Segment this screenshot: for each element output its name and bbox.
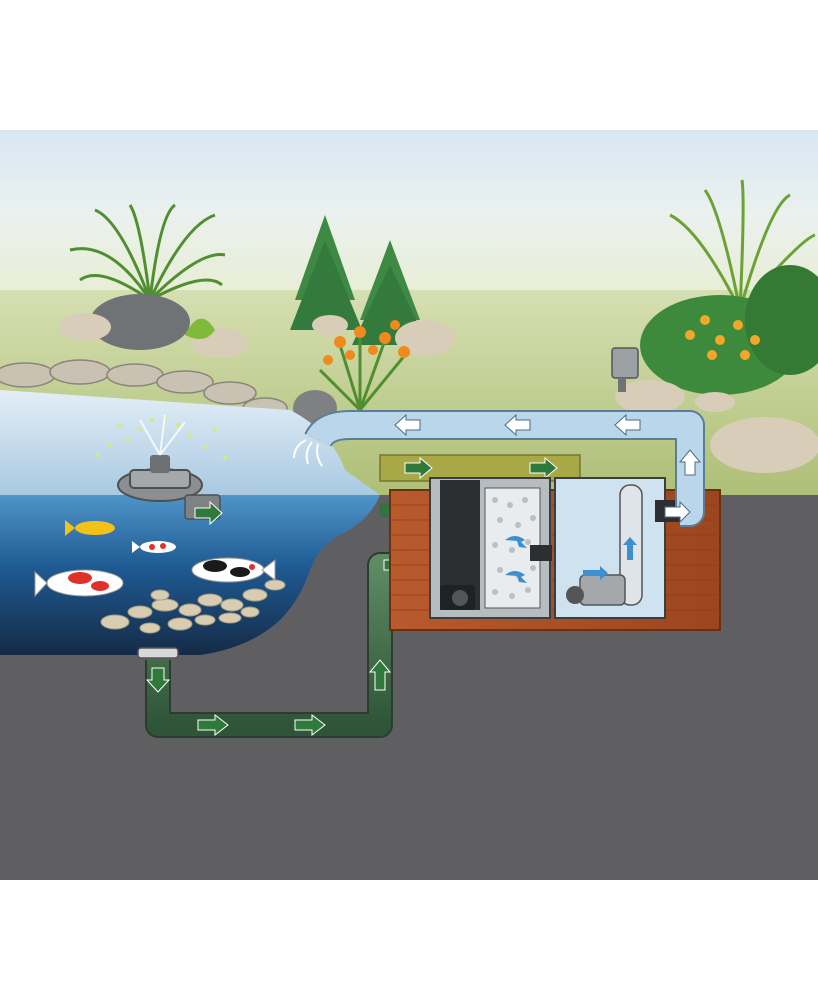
bottom-drain-icon (137, 647, 179, 659)
filter-unit-icon (429, 477, 552, 619)
fountain-pump-icon (96, 414, 227, 520)
uv-clarifier-icon (554, 477, 680, 619)
fish-red-small (132, 541, 176, 553)
intake-arrow-up-1 (368, 659, 392, 691)
top-margin (0, 0, 818, 130)
pump-outlet-arrow (194, 500, 223, 526)
boulder-right (710, 417, 818, 473)
sky (0, 130, 818, 300)
outdoor-outlet-icon (611, 347, 639, 392)
fish-koi-large (34, 569, 124, 598)
bottom-margin (0, 880, 818, 1000)
return-pipe (293, 410, 705, 527)
fish-koi-black (191, 557, 276, 583)
koi-fish-icon (34, 520, 276, 598)
plant-group-center (290, 215, 455, 412)
fish-yellow (65, 520, 115, 536)
plant-group-right (611, 179, 818, 473)
pump-icon (440, 585, 475, 610)
plant-group-left (59, 203, 248, 358)
intake-arrow-right-1 (197, 713, 229, 737)
intake-arrow-right-2 (294, 713, 326, 737)
intake-arrow-down (145, 667, 171, 693)
return-outlet-splash (293, 439, 323, 467)
pond-surface (0, 390, 380, 495)
pond-pebbles (100, 579, 286, 634)
boulder-left (90, 294, 190, 350)
